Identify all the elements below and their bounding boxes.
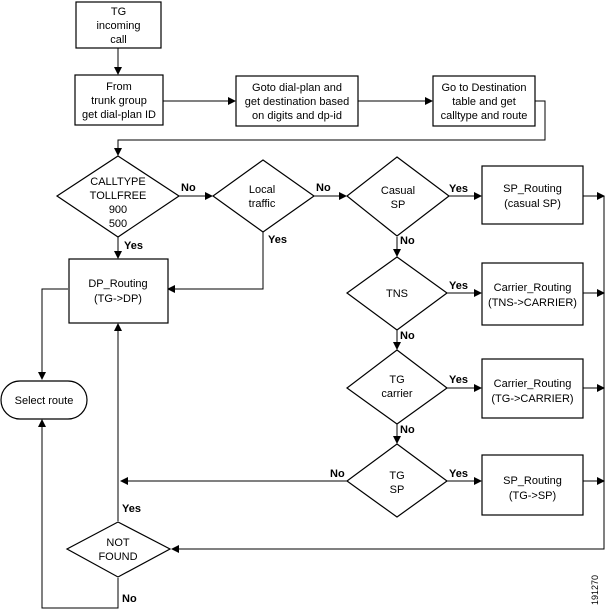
- svg-text:TG: TG: [111, 6, 126, 18]
- label-yes: Yes: [122, 503, 141, 515]
- svg-text:NOT: NOT: [106, 537, 130, 549]
- branch-labels: No No Yes Yes Yes No Yes No Yes No Yes N…: [122, 182, 468, 605]
- svg-text:TOLLFREE: TOLLFREE: [90, 190, 147, 202]
- decision-calltype: CALLTYPE TOLLFREE 900 500: [55, 155, 181, 238]
- label-yes: Yes: [449, 468, 468, 480]
- node-tg-incoming: TG incoming call: [75, 1, 162, 49]
- svg-text:500: 500: [109, 218, 127, 230]
- arrow-to-not-found: [171, 196, 605, 553]
- label-yes: Yes: [449, 183, 468, 195]
- svg-text:Select route: Select route: [15, 395, 74, 407]
- svg-text:carrier: carrier: [381, 388, 413, 400]
- node-carrier-routing-tg: Carrier_Routing (TG->CARRIER): [481, 358, 584, 419]
- svg-text:incoming: incoming: [96, 20, 140, 32]
- svg-text:900: 900: [109, 204, 127, 216]
- decision-not-found: NOT FOUND: [65, 521, 172, 578]
- svg-text:Local: Local: [249, 184, 275, 196]
- label-no: No: [400, 235, 415, 247]
- svg-text:(TG->DP): (TG->DP): [94, 293, 142, 305]
- svg-text:(casual SP): (casual SP): [504, 198, 561, 210]
- node-goto-dial-plan: Goto dial-plan and get destination based…: [235, 75, 359, 127]
- label-yes: Yes: [449, 280, 468, 292]
- svg-text:FOUND: FOUND: [98, 551, 137, 563]
- label-yes: Yes: [124, 240, 143, 252]
- decision-casual-sp: Casual SP: [346, 156, 450, 237]
- svg-text:TG: TG: [389, 374, 404, 386]
- svg-text:SP_Routing: SP_Routing: [503, 475, 562, 487]
- svg-text:SP: SP: [390, 484, 405, 496]
- svg-text:SP: SP: [391, 199, 406, 211]
- svg-text:CALLTYPE: CALLTYPE: [90, 176, 145, 188]
- node-dp-routing: DP_Routing (TG->DP): [68, 258, 169, 324]
- svg-text:TG: TG: [389, 470, 404, 482]
- svg-text:(TNS->CARRIER): (TNS->CARRIER): [488, 297, 577, 309]
- decision-tg-carrier: TG carrier: [345, 349, 449, 425]
- node-goto-destination: Go to Destination table and get calltype…: [432, 75, 536, 127]
- arrow-dp-to-select: [38, 288, 68, 380]
- svg-text:trunk group: trunk group: [91, 95, 147, 107]
- svg-text:Go to Destination: Go to Destination: [442, 82, 527, 94]
- svg-text:get destination based: get destination based: [245, 96, 350, 108]
- label-no: No: [400, 330, 415, 342]
- svg-text:table and get: table and get: [452, 96, 516, 108]
- svg-text:Goto dial-plan and: Goto dial-plan and: [252, 82, 342, 94]
- node-sp-routing-casual: SP_Routing (casual SP): [481, 165, 584, 225]
- terminal-select-route: Select route: [0, 380, 88, 420]
- svg-text:get dial-plan ID: get dial-plan ID: [82, 109, 156, 121]
- node-from-trunk-group: From trunk group get dial-plan ID: [74, 74, 164, 126]
- arrow-notfound-no: [38, 419, 119, 609]
- svg-text:From: From: [106, 81, 132, 93]
- svg-text:DP_Routing: DP_Routing: [88, 278, 147, 290]
- svg-text:(TG->CARRIER): (TG->CARRIER): [491, 393, 573, 405]
- arrow-local-yes: [167, 232, 264, 293]
- svg-text:Carrier_Routing: Carrier_Routing: [494, 282, 572, 294]
- decision-local-traffic: Local traffic: [211, 159, 316, 233]
- connectors: [38, 48, 605, 609]
- label-no: No: [400, 424, 415, 436]
- node-sp-routing-tg: SP_Routing (TG->SP): [481, 454, 584, 516]
- svg-text:Casual: Casual: [381, 185, 415, 197]
- decision-tg-sp: TG SP: [345, 443, 449, 518]
- label-no: No: [181, 182, 196, 194]
- arrow-dest-to-calltype: [114, 100, 546, 156]
- svg-text:SP_Routing: SP_Routing: [503, 183, 562, 195]
- decision-tns: TNS: [345, 256, 449, 331]
- svg-text:(TG->SP): (TG->SP): [509, 490, 556, 502]
- svg-text:call: call: [110, 34, 127, 46]
- label-no: No: [330, 468, 345, 480]
- figure-id: 191270: [590, 575, 600, 605]
- label-no: No: [122, 593, 137, 605]
- label-yes: Yes: [449, 374, 468, 386]
- label-no: No: [316, 182, 331, 194]
- node-carrier-routing-tns: Carrier_Routing (TNS->CARRIER): [481, 262, 584, 326]
- label-yes: Yes: [268, 234, 287, 246]
- svg-text:calltype and route: calltype and route: [441, 110, 528, 122]
- svg-text:Carrier_Routing: Carrier_Routing: [494, 378, 572, 390]
- svg-text:TNS: TNS: [386, 288, 408, 300]
- svg-text:on digits and dp-id: on digits and dp-id: [252, 110, 342, 122]
- svg-text:traffic: traffic: [249, 198, 276, 210]
